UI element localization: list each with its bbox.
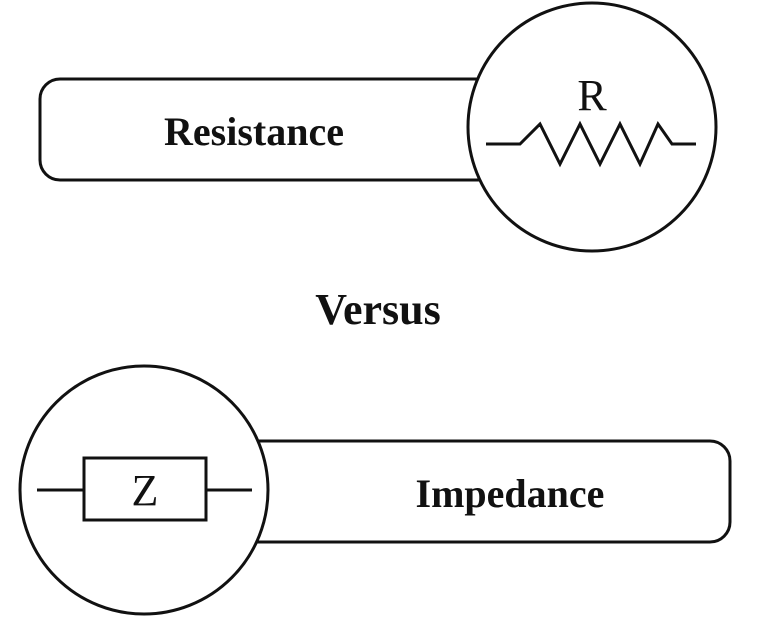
resistance-label: Resistance (164, 109, 344, 154)
resistance-group: Resistance R (38, 1, 718, 253)
resistor-zigzag-icon (486, 120, 696, 168)
impedance-group: Impedance Z (18, 364, 732, 616)
impedance-label: Impedance (416, 471, 605, 516)
impedance-symbol-letter: Z (132, 466, 159, 515)
resistance-symbol-letter: R (577, 71, 607, 120)
resistance-symbol-circle (466, 1, 718, 253)
versus-label: Versus (315, 285, 441, 334)
impedance-symbol-circle (18, 364, 270, 616)
